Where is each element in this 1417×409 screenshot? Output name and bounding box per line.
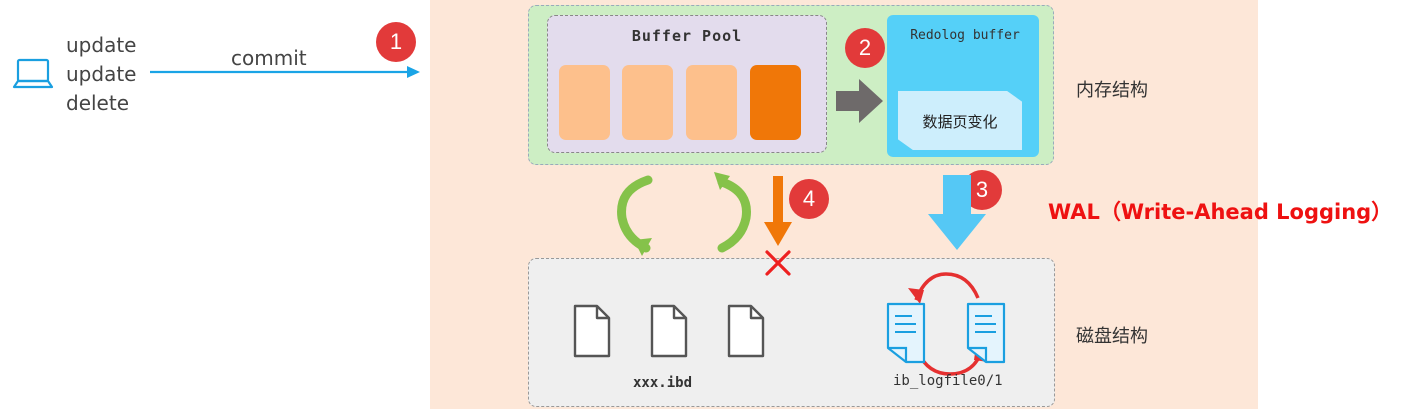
disk-structure-label: 磁盘结构 [1076, 326, 1148, 347]
log-file-cycle-icon [886, 272, 1006, 376]
data-file-icon [727, 304, 765, 358]
buffer-page [622, 65, 673, 140]
log-file-label: ib_logfile0/1 [893, 373, 1003, 389]
memory-structure-label: 内存结构 [1076, 80, 1148, 101]
laptop-icon [12, 58, 54, 89]
buffer-page [559, 65, 610, 140]
data-file-icon [573, 304, 611, 358]
data-file-icon [650, 304, 688, 358]
op-label: delete [66, 91, 130, 115]
op-label: update [66, 33, 137, 57]
dirty-buffer-page [750, 65, 801, 140]
commit-arrow-icon [150, 66, 420, 78]
grey-right-arrow-icon [836, 79, 883, 123]
blue-down-arrow-icon [928, 175, 986, 250]
buffer-page [686, 65, 737, 140]
green-curved-arrow-icon [714, 172, 751, 253]
page-change-label: 数据页变化 [922, 113, 998, 131]
orange-down-arrow-blocked-icon [764, 176, 792, 276]
op-label: update [66, 62, 137, 86]
step-badge-2: 2 [845, 28, 885, 68]
step-badge-4: 4 [789, 179, 829, 219]
step-badge-1: 1 [376, 22, 416, 62]
data-file-label: xxx.ibd [633, 375, 693, 391]
buffer-pool-title: Buffer Pool [631, 27, 743, 45]
page-change-box [898, 91, 1022, 150]
commit-label: commit [231, 46, 307, 70]
redolog-buffer-title: Redolog buffer [910, 28, 1020, 43]
green-curved-arrow-icon [617, 175, 653, 256]
wal-label: WAL（Write-Ahead Logging） [1048, 200, 1393, 224]
